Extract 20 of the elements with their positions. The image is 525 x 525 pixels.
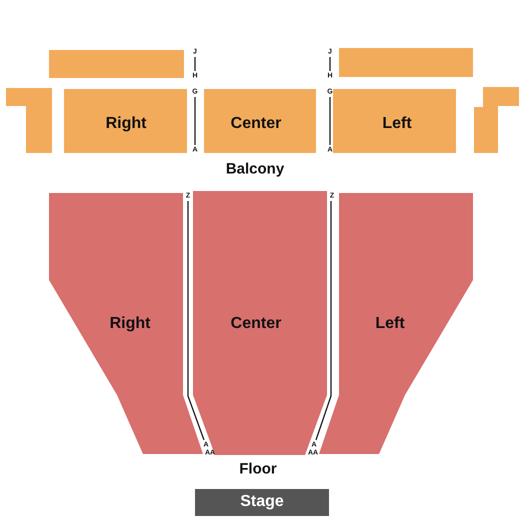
section-label: Right [110, 315, 150, 333]
balcony-section [204, 89, 316, 153]
stage [195, 489, 329, 516]
stage-label: Stage [240, 493, 284, 511]
section-label: Right [106, 115, 146, 133]
balcony-section [474, 87, 519, 153]
section-label: Left [375, 315, 405, 333]
balcony-section [6, 88, 52, 153]
balcony-section [64, 89, 187, 153]
floor-section [49, 193, 203, 454]
section-label: Center [230, 115, 282, 133]
level-label: Balcony [226, 162, 284, 176]
floor-section [319, 193, 473, 454]
floor-section [193, 191, 327, 455]
section-label: Center [230, 315, 282, 333]
level-label: Floor [239, 462, 277, 476]
section-label: Left [382, 115, 412, 133]
balcony-section [339, 48, 473, 77]
balcony-section [49, 50, 184, 78]
balcony-section [333, 89, 456, 153]
